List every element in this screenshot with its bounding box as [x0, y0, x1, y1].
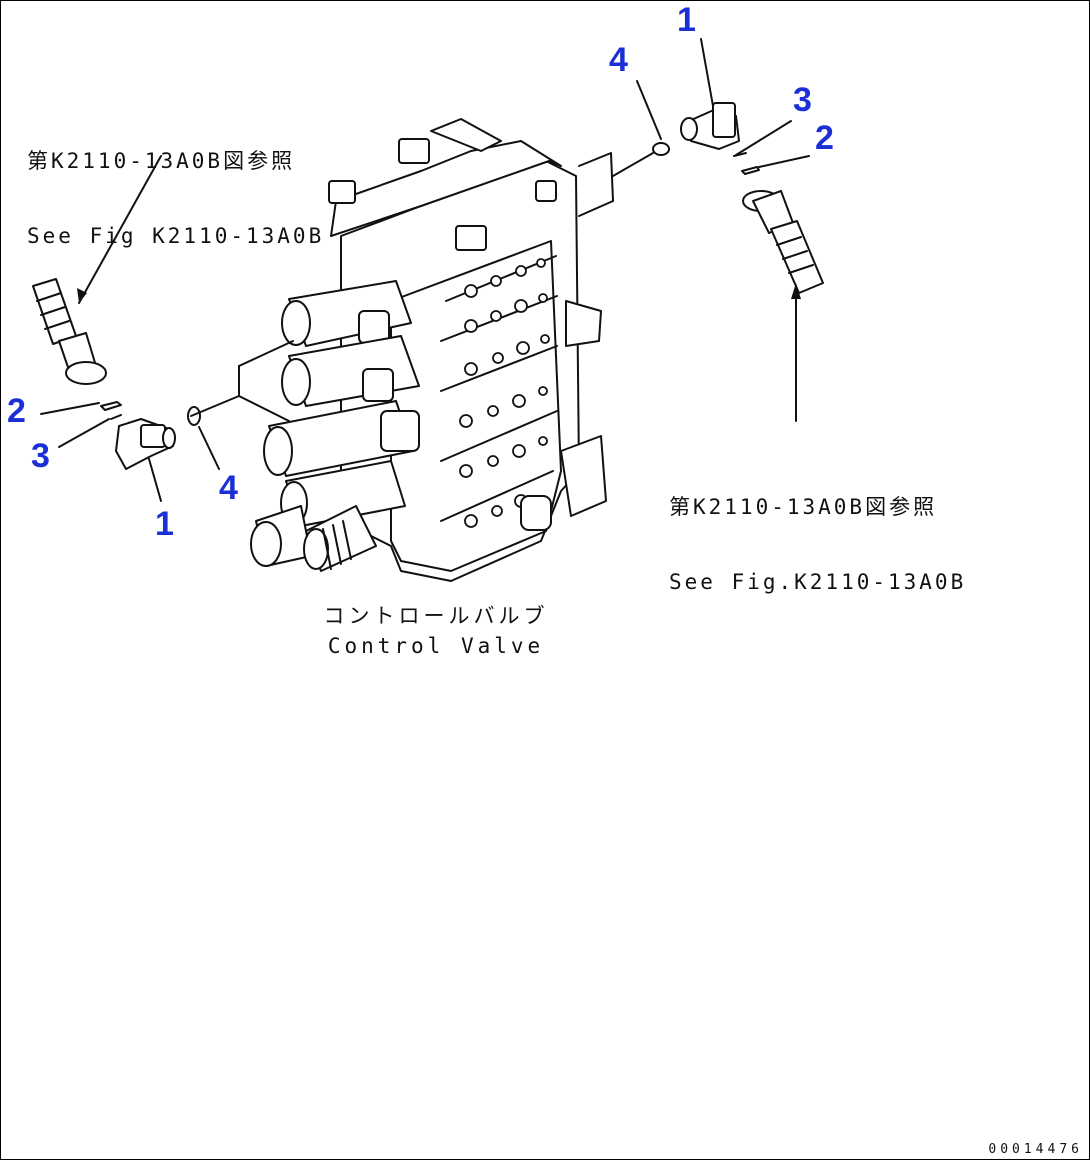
callout-left-1: 1	[155, 505, 174, 543]
document-number: 00014476	[988, 1142, 1083, 1157]
upper-left-reference-note: 第K2110-13A0B図参照 See Fig K2110-13A0B	[27, 99, 324, 299]
left-sensor-harness	[32, 155, 162, 385]
right-reference-en: See Fig.K2110-13A0B	[669, 570, 967, 594]
right-pressure-switch	[680, 102, 740, 150]
callout-right-4: 4	[609, 41, 628, 79]
caption-english: Control Valve	[327, 634, 545, 658]
callout-left-4: 4	[219, 469, 238, 507]
upper-left-reference-en: See Fig K2110-13A0B	[27, 224, 325, 248]
callout-right-3: 3	[793, 81, 812, 119]
right-centerlines	[578, 152, 654, 217]
control-valve-illustration	[250, 118, 607, 582]
left-leader-lines	[40, 402, 220, 502]
right-reference-jp: 第K2110-13A0B図参照	[669, 495, 938, 519]
control-valve-caption: コントロールバルブ Control Valve	[321, 601, 551, 661]
right-reference-note: 第K2110-13A0B図参照 See Fig.K2110-13A0B	[669, 445, 966, 645]
left-small-parts	[100, 401, 201, 426]
callout-left-2: 2	[7, 392, 26, 430]
caption-japanese: コントロールバルブ	[323, 604, 549, 628]
left-pressure-switch	[115, 418, 176, 470]
callout-left-3: 3	[31, 437, 50, 475]
right-small-parts	[652, 142, 760, 175]
right-leader-lines	[636, 38, 810, 168]
left-centerlines	[190, 340, 294, 422]
upper-left-reference-jp: 第K2110-13A0B図参照	[27, 149, 296, 173]
callout-right-1: 1	[677, 1, 696, 39]
callout-right-2: 2	[815, 119, 834, 157]
right-sensor-harness	[742, 190, 824, 422]
